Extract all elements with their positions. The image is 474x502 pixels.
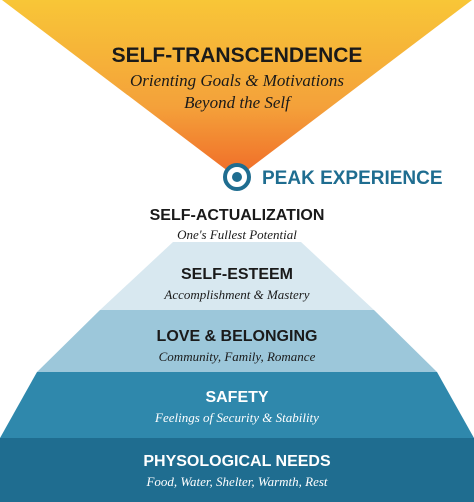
- self-transcendence-subtitle-1: Orienting Goals & Motivations: [130, 71, 344, 90]
- level-subtitle-physiological: Food, Water, Shelter, Warmth, Rest: [145, 474, 327, 489]
- peak-dot: [232, 172, 242, 182]
- level-title-safety: SAFETY: [205, 389, 268, 406]
- level-title-physiological: PHYSOLOGICAL NEEDS: [143, 453, 331, 470]
- level-subtitle-self-esteem: Accomplishment & Mastery: [163, 287, 309, 302]
- self-transcendence-triangle: [2, 0, 472, 178]
- level-title-self-esteem: SELF-ESTEEM: [181, 266, 293, 283]
- self-transcendence-subtitle-2: Beyond the Self: [184, 93, 292, 112]
- pyramid-level-self-actualization: [173, 188, 301, 242]
- level-title-self-actualization: SELF-ACTUALIZATION: [150, 207, 325, 224]
- pyramid-level-self-esteem: [100, 242, 374, 310]
- pyramid-level-safety: [0, 372, 474, 438]
- self-transcendence-title: SELF-TRANSCENDENCE: [112, 44, 363, 67]
- level-subtitle-safety: Feelings of Security & Stability: [154, 410, 319, 425]
- pyramid-level-physiological: [0, 438, 474, 502]
- level-subtitle-self-actualization: One's Fullest Potential: [177, 227, 297, 242]
- level-subtitle-love-belonging: Community, Family, Romance: [159, 349, 316, 364]
- peak-experience-label: PEAK EXPERIENCE: [262, 168, 443, 189]
- level-title-love-belonging: LOVE & BELONGING: [157, 328, 318, 345]
- pyramid-level-love-belonging: [37, 310, 437, 372]
